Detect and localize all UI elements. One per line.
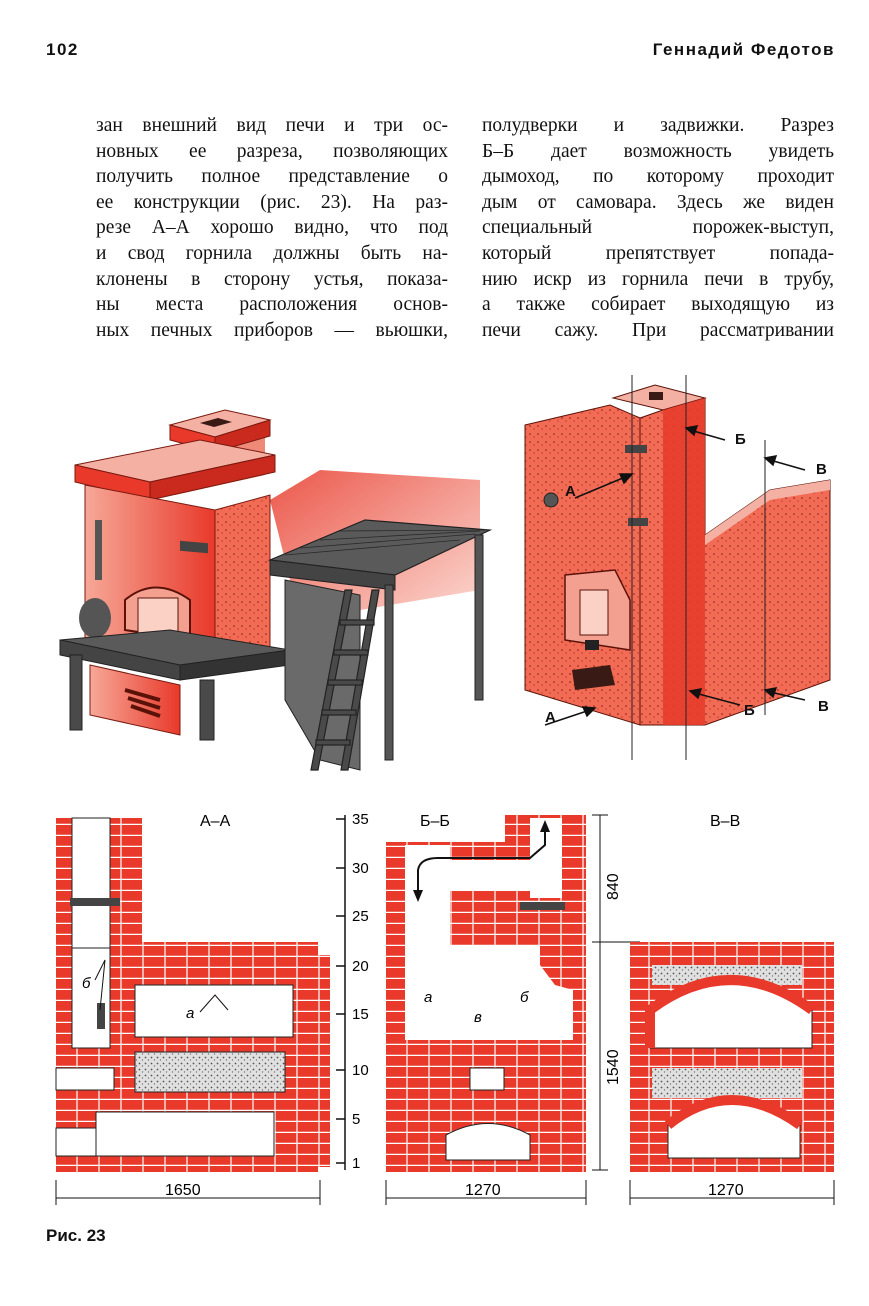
text-line: получить полное представление о	[96, 166, 448, 188]
text-line: новных ее разреза, позволяющих	[96, 140, 448, 162]
scale-tick: 1	[352, 1155, 360, 1172]
samovar-pipe	[95, 520, 102, 580]
mark-v-top: В	[816, 461, 827, 478]
figure-caption: Рис. 23	[46, 1226, 106, 1245]
dim-height-top: 840	[605, 873, 622, 900]
samovar	[79, 598, 111, 638]
text-line: полудверки и задвижки. Разрез	[482, 115, 834, 136]
label-a-aa: а	[186, 1005, 194, 1022]
fire-grate	[124, 688, 161, 718]
height-scale: 35 30 25 20 15 10 5 1	[336, 811, 369, 1172]
section-title-aa: А–А	[200, 813, 231, 830]
section-bb: Б–Б а б в 1270 840 1540	[385, 813, 640, 1205]
dim-width-vv: 1270	[708, 1182, 744, 1199]
scale-tick: 15	[352, 1006, 369, 1023]
text-line: и свод горнила должны быть на-	[96, 242, 448, 264]
mark-a-bottom: А	[545, 709, 556, 726]
scale-tick: 5	[352, 1111, 360, 1128]
text-line: ных печных приборов — вьюшки,	[96, 319, 448, 341]
text-column-left: зан внешний вид печи и три ос- новных ее…	[96, 113, 448, 343]
section-aa: А–А б а 1650	[55, 813, 330, 1205]
page-number: 102	[46, 40, 79, 59]
section-title-bb: Б–Б	[420, 813, 450, 830]
label-a-bb: а	[424, 989, 432, 1006]
label-b-aa: б	[82, 975, 91, 992]
mark-b-bottom: Б	[744, 702, 755, 719]
mark-b-top: Б	[735, 431, 746, 448]
text-line: Б–Б дает возможность увидеть	[482, 140, 834, 162]
stove-exterior-illustration	[59, 409, 493, 771]
text-line: печи сажу. При рассматривании	[482, 319, 834, 341]
scale-tick: 10	[352, 1062, 369, 1079]
stove-cutaway-illustration: А А Б Б В В	[524, 375, 831, 760]
dim-width-bb: 1270	[465, 1182, 501, 1199]
scale-tick: 25	[352, 908, 369, 925]
label-b-bb: б	[520, 989, 529, 1006]
scale-tick: 20	[352, 958, 369, 975]
dim-width-aa: 1650	[165, 1182, 201, 1199]
text-line: специальный порожек-выступ,	[482, 217, 834, 239]
text-column-right: полудверки и задвижки. Разрез Б–Б дает в…	[482, 113, 834, 343]
text-line: ны места расположения основ-	[96, 294, 448, 316]
text-line: который препятствует попада-	[482, 242, 834, 264]
scale-tick: 30	[352, 860, 369, 877]
text-line: нию искр из горнила печи в трубу,	[482, 268, 834, 290]
label-v-bb: в	[474, 1009, 482, 1026]
text-line: резе А–А хорошо видно, что под	[96, 217, 448, 239]
running-header-author: Геннадий Федотов	[652, 40, 835, 59]
ladder	[310, 589, 380, 771]
mark-v-bottom: В	[818, 698, 829, 715]
text-line: клонены в сторону устья, показа-	[96, 268, 448, 290]
section-planes	[631, 375, 766, 760]
dim-height-main: 1540	[605, 1049, 622, 1085]
section-title-vv: В–В	[710, 813, 740, 830]
scale-tick: 35	[352, 811, 369, 828]
mark-a-top: А	[565, 483, 576, 500]
text-line: дым от самовара. Здесь же виден	[482, 191, 834, 213]
text-line: ее конструкции (рис. 23). На раз-	[96, 191, 448, 213]
text-line: зан внешний вид печи и три ос-	[96, 115, 448, 136]
text-line: дымоход, по которому проходит	[482, 166, 834, 188]
section-vv: В–В 1270	[629, 813, 835, 1205]
text-line: а также собирает выходящую из	[482, 294, 834, 316]
